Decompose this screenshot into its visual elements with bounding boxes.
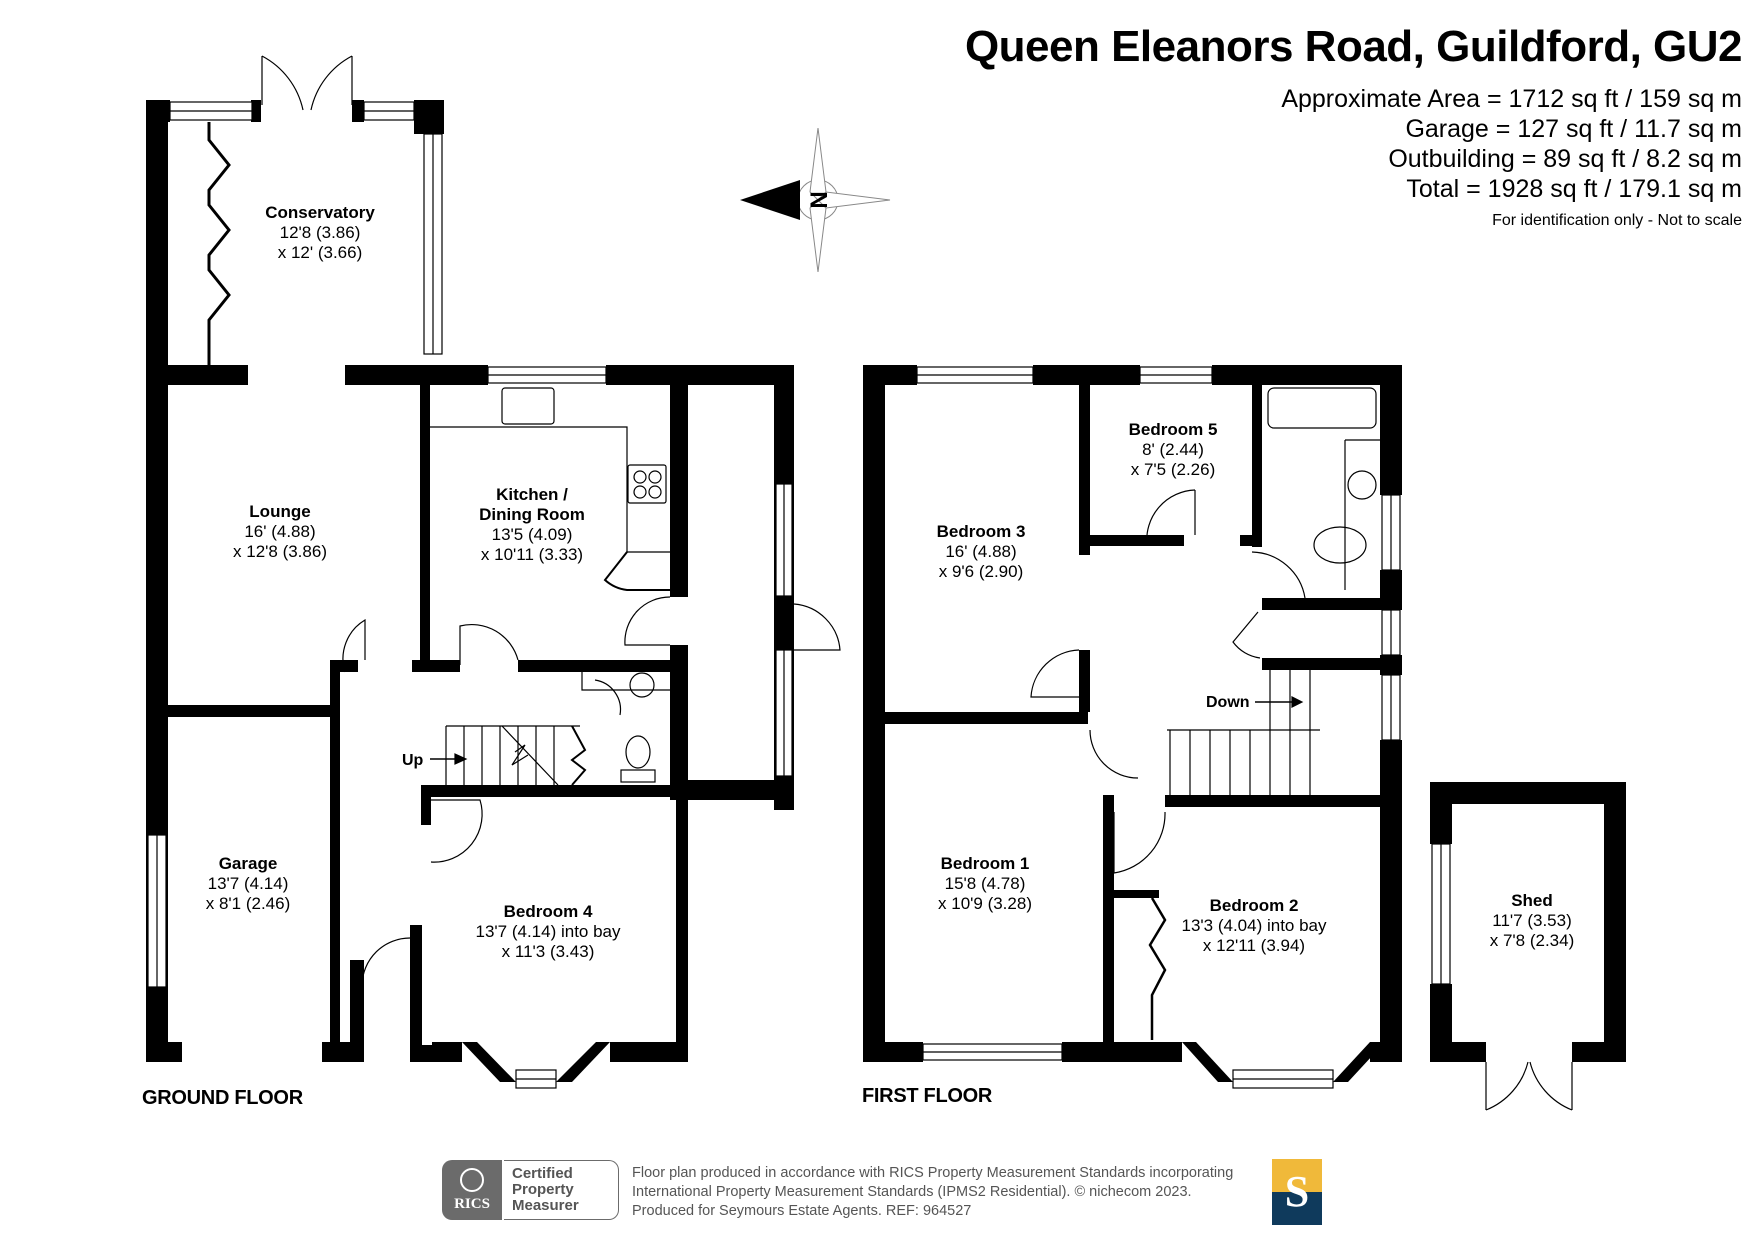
stairs-down-label: Down	[1206, 694, 1250, 711]
room-dim: 11'7 (3.53)	[1492, 911, 1572, 930]
rics-org-label: RICS	[454, 1196, 490, 1212]
room-dim: 12'8 (3.86)	[279, 223, 361, 242]
room-dim: x 12' (3.66)	[277, 243, 363, 262]
first-floor-label: FIRST FLOOR	[862, 1085, 993, 1107]
compass-north-label: N	[806, 191, 833, 208]
room-name: Dining Room	[479, 505, 585, 524]
room-kitchen-dining: Kitchen / Dining Room 13'5 (4.09) x 10'1…	[479, 485, 585, 565]
room-name: Kitchen /	[496, 485, 568, 504]
property-title: Queen Eleanors Road, Guildford, GU2	[964, 22, 1743, 71]
badge-line: Property	[512, 1181, 574, 1198]
rics-certified-badge: RICS Certified Property Measurer	[442, 1160, 620, 1220]
room-dim: 13'5 (4.09)	[491, 525, 573, 544]
approximate-area: Approximate Area = 1712 sq ft / 159 sq m	[1281, 85, 1742, 113]
room-dim: x 11'3 (3.43)	[501, 942, 595, 961]
room-name: Bedroom 4	[503, 902, 593, 921]
room-name: Conservatory	[265, 203, 375, 222]
room-name: Bedroom 3	[936, 522, 1026, 541]
room-dim: 13'3 (4.04) into bay	[1181, 916, 1327, 935]
badge-line: Certified	[512, 1165, 573, 1182]
area-summary: Approximate Area = 1712 sq ft / 159 sq m…	[1281, 84, 1742, 204]
room-dim: 13'7 (4.14)	[207, 874, 289, 893]
disclaimer-note: For identification only - Not to scale	[1492, 212, 1742, 229]
footer-line: International Property Measurement Stand…	[632, 1184, 1192, 1200]
rics-lion-icon	[460, 1168, 484, 1192]
room-name: Bedroom 2	[1209, 896, 1299, 915]
room-bedroom-2: Bedroom 2 13'3 (4.04) into bay x 12'11 (…	[1181, 896, 1326, 956]
room-dim: x 10'11 (3.33)	[480, 545, 584, 564]
footer-line: Floor plan produced in accordance with R…	[632, 1165, 1234, 1181]
garage-area: Garage = 127 sq ft / 11.7 sq m	[1405, 115, 1742, 143]
total-area: Total = 1928 sq ft / 179.1 sq m	[1406, 175, 1742, 203]
room-dim: 15'8 (4.78)	[944, 874, 1026, 893]
room-dim: x 7'8 (2.34)	[1489, 931, 1575, 950]
room-conservatory: Conservatory 12'8 (3.86) x 12' (3.66)	[265, 203, 375, 263]
room-dim: x 10'9 (3.28)	[938, 894, 1032, 913]
room-name: Bedroom 5	[1128, 420, 1218, 439]
room-name: Shed	[1511, 891, 1553, 910]
room-dim: 13'7 (4.14) into bay	[475, 922, 621, 941]
outbuilding-area: Outbuilding = 89 sq ft / 8.2 sq m	[1388, 145, 1742, 173]
room-bedroom-1: Bedroom 1 15'8 (4.78) x 10'9 (3.28)	[938, 854, 1032, 914]
stairs-up-label: Up	[402, 752, 424, 769]
room-dim: x 8'1 (2.46)	[205, 894, 291, 913]
footer-line: Produced for Seymours Estate Agents. REF…	[632, 1203, 972, 1219]
room-name: Garage	[218, 854, 278, 873]
room-dim: x 9'6 (2.90)	[938, 562, 1024, 581]
seymours-logo: S	[1272, 1159, 1322, 1225]
rics-badge-text: Certified Property Measurer	[504, 1160, 619, 1220]
ground-floor-label: GROUND FLOOR	[142, 1087, 303, 1109]
badge-line: Measurer	[512, 1197, 579, 1214]
room-dim: 16' (4.88)	[945, 542, 1017, 561]
room-bedroom-5: Bedroom 5 8' (2.44) x 7'5 (2.26)	[1129, 420, 1218, 480]
room-dim: 16' (4.88)	[244, 522, 316, 541]
footer-disclaimer: Floor plan produced in accordance with R…	[632, 1164, 1233, 1221]
room-name: Bedroom 1	[940, 854, 1030, 873]
room-lounge: Lounge 16' (4.88) x 12'8 (3.86)	[233, 502, 327, 562]
room-dim: x 7'5 (2.26)	[1130, 460, 1216, 479]
logo-letter: S	[1284, 1167, 1310, 1216]
room-garage: Garage 13'7 (4.14) x 8'1 (2.46)	[206, 854, 291, 914]
room-bedroom-3: Bedroom 3 16' (4.88) x 9'6 (2.90)	[937, 522, 1026, 582]
room-shed: Shed 11'7 (3.53) x 7'8 (2.34)	[1490, 891, 1575, 951]
room-dim: 8' (2.44)	[1142, 440, 1204, 459]
room-name: Lounge	[249, 502, 311, 521]
room-bedroom-4: Bedroom 4 13'7 (4.14) into bay x 11'3 (3…	[475, 902, 620, 962]
room-dim: x 12'8 (3.86)	[233, 542, 327, 561]
rics-logo: RICS	[442, 1160, 502, 1220]
room-dim: x 12'11 (3.94)	[1202, 936, 1306, 955]
